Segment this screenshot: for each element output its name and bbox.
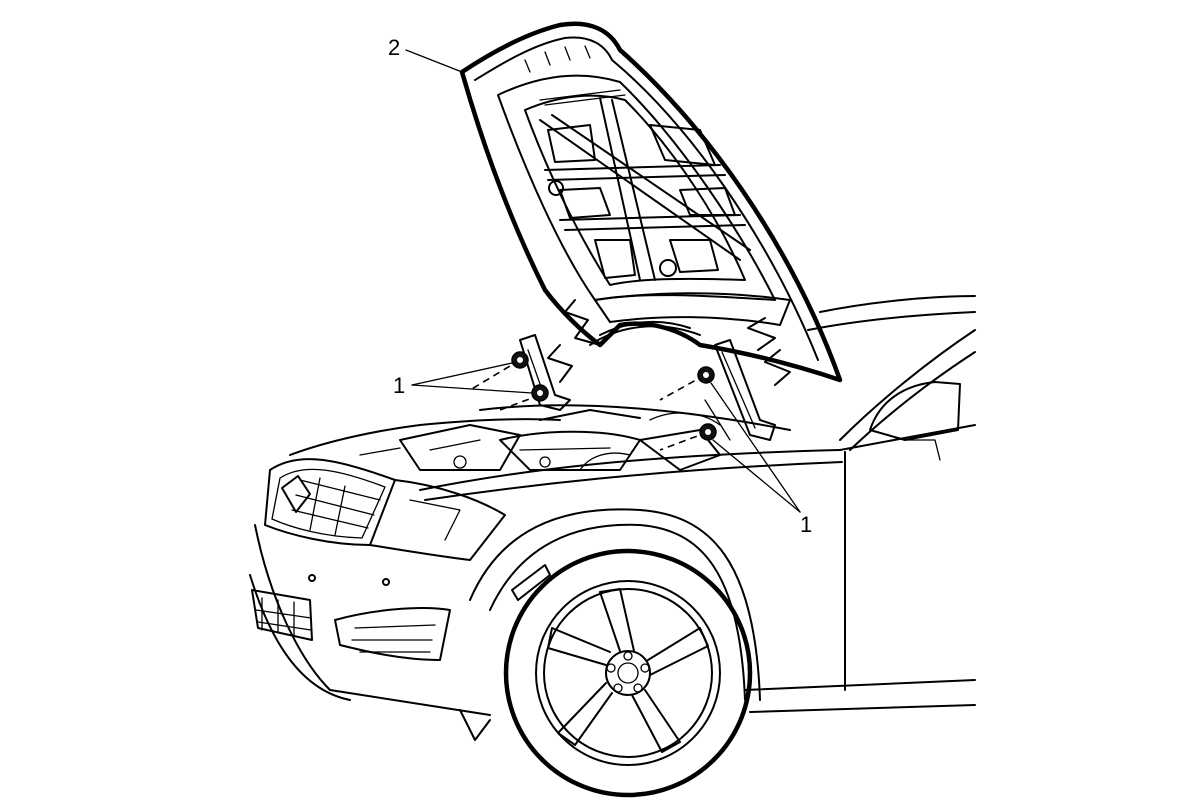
front-wheel xyxy=(469,508,761,798)
callout-label-hood: 2 xyxy=(388,35,400,60)
callout-nuts-right: 1 xyxy=(710,382,812,537)
callout-hood: 2 xyxy=(388,35,463,73)
front-fascia xyxy=(249,424,551,741)
engine-bay xyxy=(359,399,731,471)
hood-hinge-nuts xyxy=(511,351,717,441)
alignment-lines xyxy=(469,299,791,451)
car-body xyxy=(419,295,976,713)
callout-label-nuts-right: 1 xyxy=(800,512,812,537)
hood-panel xyxy=(459,21,843,383)
hinge-nut xyxy=(699,423,717,441)
hinge-nut xyxy=(511,351,529,369)
hinge-nut xyxy=(531,384,549,402)
hinge-nut xyxy=(697,366,715,384)
callout-nuts-left: 1 xyxy=(393,362,533,398)
hood-hinge-right xyxy=(714,339,776,441)
callout-label-nuts-left: 1 xyxy=(393,373,405,398)
